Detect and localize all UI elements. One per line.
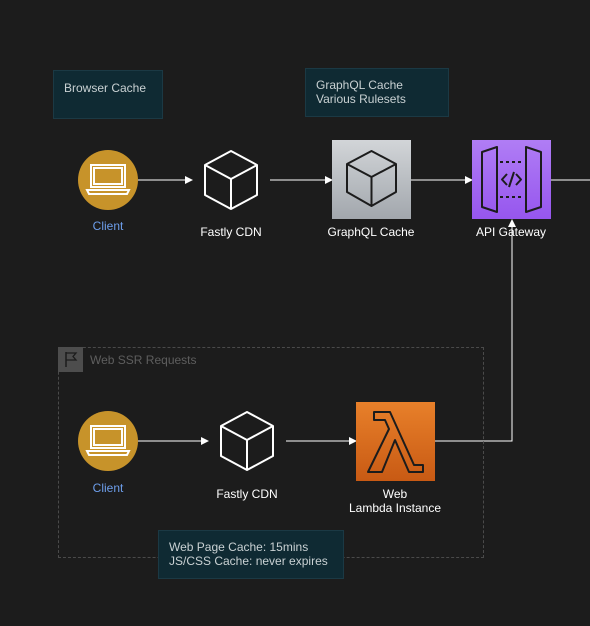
laptop-icon xyxy=(85,425,131,456)
browser-cache-note: Browser Cache xyxy=(53,70,163,119)
graphql-cache-label: GraphQL Cache xyxy=(327,225,415,239)
cdn-top-node[interactable] xyxy=(203,149,259,211)
group-title: Web SSR Requests xyxy=(90,353,197,367)
api-gateway-node[interactable] xyxy=(472,140,551,219)
client-top-node[interactable] xyxy=(78,150,138,210)
api-gateway-label: API Gateway xyxy=(475,225,547,239)
cdn-top-label: Fastly CDN xyxy=(200,225,262,239)
edge-lambda-to-api-gateway xyxy=(435,219,516,442)
cube-icon xyxy=(220,411,274,471)
cube-icon xyxy=(204,150,258,210)
lambda-icon xyxy=(367,411,424,473)
graphql-cache-note: GraphQL Cache Various Rulesets xyxy=(305,68,449,117)
api-gateway-icon xyxy=(481,146,542,213)
client-bottom-node[interactable] xyxy=(78,411,138,471)
cdn-bottom-label: Fastly CDN xyxy=(216,487,278,501)
graphql-cache-node[interactable] xyxy=(332,140,411,219)
flag-icon xyxy=(58,347,83,372)
lambda-node[interactable] xyxy=(356,402,435,481)
client-bottom-label: Client xyxy=(92,481,124,495)
cdn-bottom-node[interactable] xyxy=(219,410,275,472)
cube-icon xyxy=(346,150,397,207)
client-top-label: Client xyxy=(92,219,124,233)
web-cache-note: Web Page Cache: 15mins JS/CSS Cache: nev… xyxy=(158,530,344,579)
lambda-label: Web Lambda Instance xyxy=(348,487,442,515)
laptop-icon xyxy=(85,164,131,195)
